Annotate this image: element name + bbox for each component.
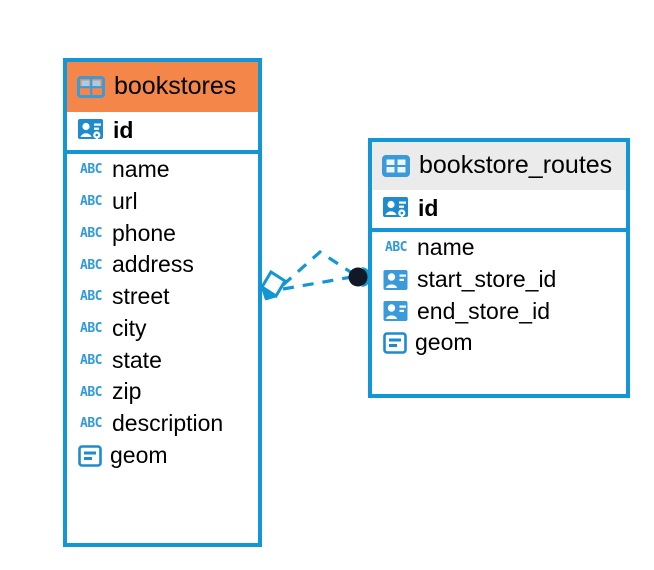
abc-text-icon: ABC [80,257,102,273]
field-row-city[interactable]: ABC city [67,313,258,345]
field-label: url [112,187,138,214]
field-label: start_store_id [417,265,557,292]
abc-text-icon: ABC [80,162,102,178]
field-label: address [112,251,194,278]
abc-text-icon: ABC [80,225,102,241]
field-row-geom[interactable]: geom [372,327,626,359]
field-row-name[interactable]: ABC name [372,232,626,264]
relationship-line-lower[interactable] [282,275,353,291]
field-label: id [418,195,439,222]
field-label: name [417,234,475,260]
field-label: street [112,283,170,309]
field-label: end_store_id [417,297,550,324]
field-row-end-store-id[interactable]: end_store_id [372,296,626,328]
primary-key-separator [372,228,626,232]
entity-header-bookstores[interactable]: bookstores [67,62,258,112]
foreign-key-icon [383,301,408,322]
field-row-address[interactable]: ABC address [67,249,258,281]
abc-text-icon: ABC [80,384,102,400]
primary-key-icon [383,197,408,221]
field-label: geom [110,441,168,468]
field-label: name [112,156,170,182]
abc-text-icon: ABC [385,240,407,256]
field-row-street[interactable]: ABC street [67,281,258,313]
primary-key-icon [78,119,103,143]
diamond-crowsfoot-marker [259,269,288,301]
abc-text-icon: ABC [80,416,102,432]
field-row-phone[interactable]: ABC phone [67,218,258,250]
field-label: phone [112,219,176,246]
entity-bookstores[interactable]: bookstores id ABC name ABC url [63,58,262,547]
field-row-zip[interactable]: ABC zip [67,376,258,408]
field-row-start-store-id[interactable]: start_store_id [372,264,626,296]
field-label: city [112,314,147,341]
field-label: geom [415,329,473,356]
field-row-geom[interactable]: geom [67,440,258,472]
relationship-line-upper[interactable] [281,249,356,287]
field-label: zip [112,378,142,405]
entity-title: bookstore_routes [419,151,613,179]
field-row-id[interactable]: id [67,112,258,150]
geometry-icon [383,332,407,354]
foreign-key-icon [383,269,408,290]
primary-key-separator [67,150,258,154]
field-row-description[interactable]: ABC description [67,408,258,440]
field-label: id [113,117,134,144]
table-icon [382,154,410,177]
field-row-url[interactable]: ABC url [67,186,258,218]
field-row-name[interactable]: ABC name [67,154,258,186]
field-label: description [112,410,224,436]
abc-text-icon: ABC [80,194,102,210]
table-icon [77,75,105,98]
geometry-icon [78,444,102,467]
field-label: state [112,346,162,373]
field-row-state[interactable]: ABC state [67,345,258,377]
abc-text-icon: ABC [80,289,102,305]
field-row-id[interactable]: id [372,190,626,228]
entity-bookstore-routes[interactable]: bookstore_routes id ABC name [368,138,630,398]
entity-title: bookstores [114,72,237,100]
entity-header-bookstore-routes[interactable]: bookstore_routes [372,142,626,190]
abc-text-icon: ABC [80,321,102,337]
abc-text-icon: ABC [80,352,102,368]
